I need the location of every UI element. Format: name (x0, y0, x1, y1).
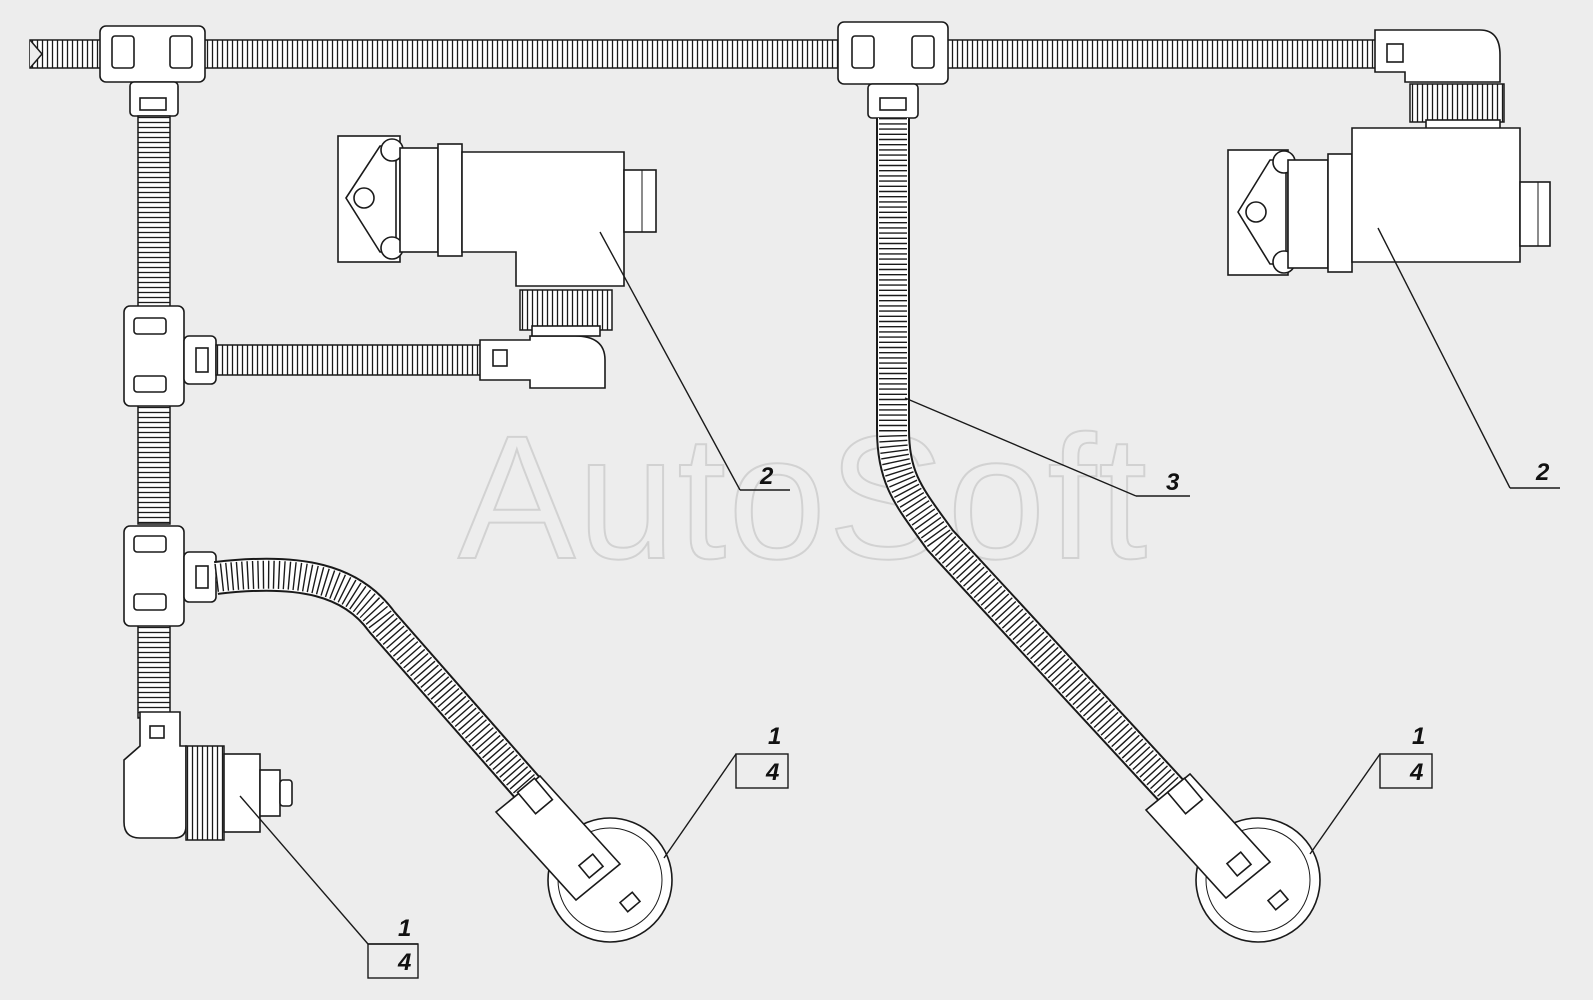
temperature-sensor-right (1144, 772, 1321, 943)
callout-label-sensor-right-bottom: 4 (1409, 759, 1423, 786)
connector-bottom-left (123, 711, 293, 841)
callout-label-sensor-middle-top: 1 (768, 723, 781, 750)
callout-label-valve-left: 2 (759, 463, 774, 490)
callout-label-connector-top: 1 (398, 915, 411, 942)
branch-to-valve-left (215, 289, 613, 389)
callout-sensor-right: 1 4 (1309, 723, 1433, 855)
callout-valve-left: 2 (599, 231, 790, 491)
callout-center-hose: 3 (904, 397, 1190, 497)
solenoid-valve-right (1227, 127, 1551, 276)
tee-junction-left (99, 25, 206, 117)
hose-to-sensor-right (876, 118, 1193, 812)
callout-connector-bottom-left: 1 4 (239, 795, 419, 979)
callout-valve-right: 2 (1377, 227, 1560, 489)
callout-sensor-middle: 1 4 (663, 723, 789, 859)
callout-label-sensor-right-top: 1 (1412, 723, 1425, 750)
callout-label-center-hose: 3 (1166, 469, 1180, 496)
callout-label-valve-right: 2 (1535, 459, 1550, 486)
callout-label-sensor-middle-bottom: 4 (765, 759, 779, 786)
temperature-sensor-middle (494, 774, 673, 943)
tee-junction-left-1 (123, 305, 217, 407)
solenoid-valve-left (337, 135, 657, 287)
watermark-text: AutoSoft (458, 400, 1149, 596)
callout-label-connector-bottom: 4 (397, 949, 411, 976)
left-vertical-conduit (137, 115, 171, 719)
tee-junction-center (837, 21, 949, 119)
hose-to-sensor-middle (213, 557, 553, 814)
elbow-connector-right (1374, 29, 1505, 131)
tee-junction-left-2 (123, 525, 217, 627)
main-conduit (29, 39, 1401, 69)
